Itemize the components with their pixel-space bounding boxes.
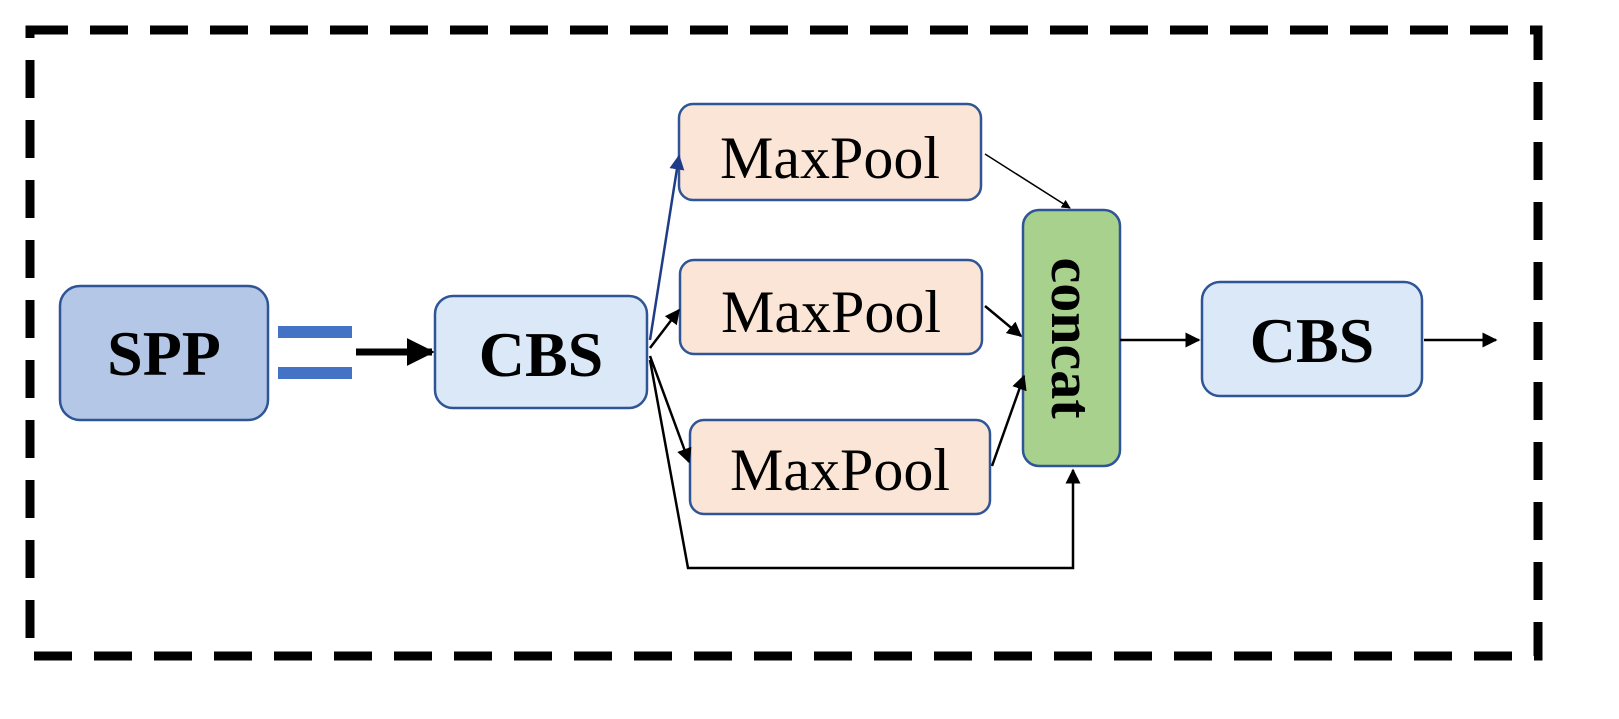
spp-box <box>58 284 270 422</box>
arrow-cbs-to-maxpool-bottom <box>648 355 692 464</box>
cbs-output-label: CBS <box>1250 305 1375 376</box>
outer-dashed-frame <box>25 25 1543 661</box>
cbs-output-box <box>1200 280 1424 398</box>
spp-label: SPP <box>107 318 221 389</box>
maxpool-top-label: MaxPool <box>720 125 940 191</box>
maxpool-bottom-box <box>688 418 992 516</box>
concat-label: concat <box>1039 257 1104 419</box>
arrow-maxpool-middle-to-concat <box>984 305 1023 337</box>
maxpool-bottom-label: MaxPool <box>730 437 950 503</box>
maxpool-top-box <box>677 102 983 202</box>
arrow-cbs-to-maxpool-middle <box>649 308 680 349</box>
arrow-maxpool-bottom-to-concat <box>990 374 1027 467</box>
cbs-input-label: CBS <box>479 319 604 390</box>
arrow-cbs-to-maxpool-top <box>648 154 685 341</box>
maxpool-middle-box <box>678 258 984 356</box>
equals-bar-top <box>278 326 352 338</box>
arrow-maxpool-top-to-concat <box>984 153 1071 209</box>
concat-box <box>1021 208 1122 468</box>
maxpool-middle-label: MaxPool <box>721 279 941 345</box>
equals-bar-bottom <box>278 367 352 379</box>
arrow-cbs-bypass-to-concat <box>648 359 1081 570</box>
cbs-input-box <box>433 294 649 410</box>
